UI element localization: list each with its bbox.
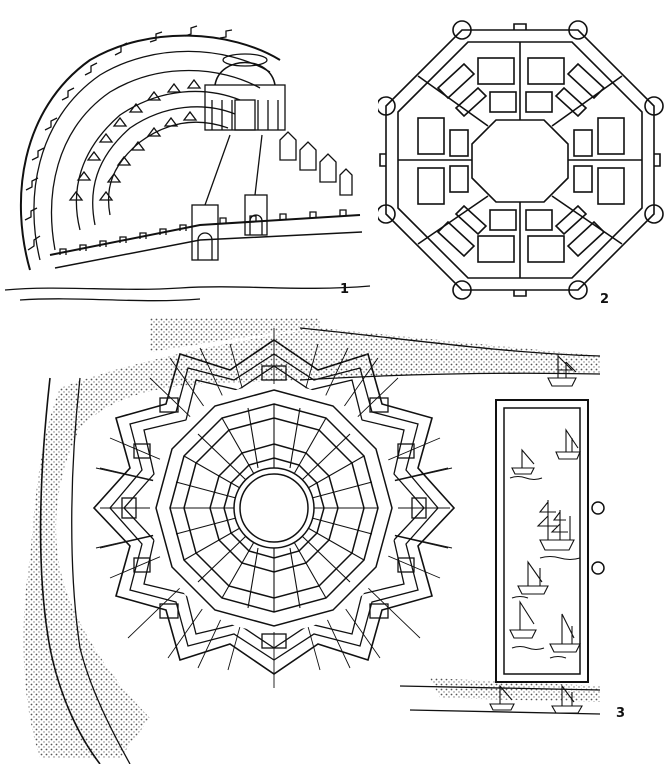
city-rings (155, 389, 393, 627)
figure-2-octagonal-plan: 2 (378, 8, 666, 310)
city-perspective-drawing (4, 25, 371, 302)
octagon-plan-drawing (378, 20, 664, 300)
figure-1-number: 1 (340, 282, 350, 297)
figure-1-city-view: 1 (0, 0, 380, 318)
star-fortress-drawing (23, 318, 605, 764)
water-stipple (23, 328, 600, 758)
ships-group (489, 354, 583, 714)
figure-2-number: 2 (600, 292, 610, 307)
figure-3-star-fortress-plan: 3 (0, 318, 669, 764)
figure-3-number: 3 (616, 706, 626, 721)
ships-inset (495, 399, 605, 683)
